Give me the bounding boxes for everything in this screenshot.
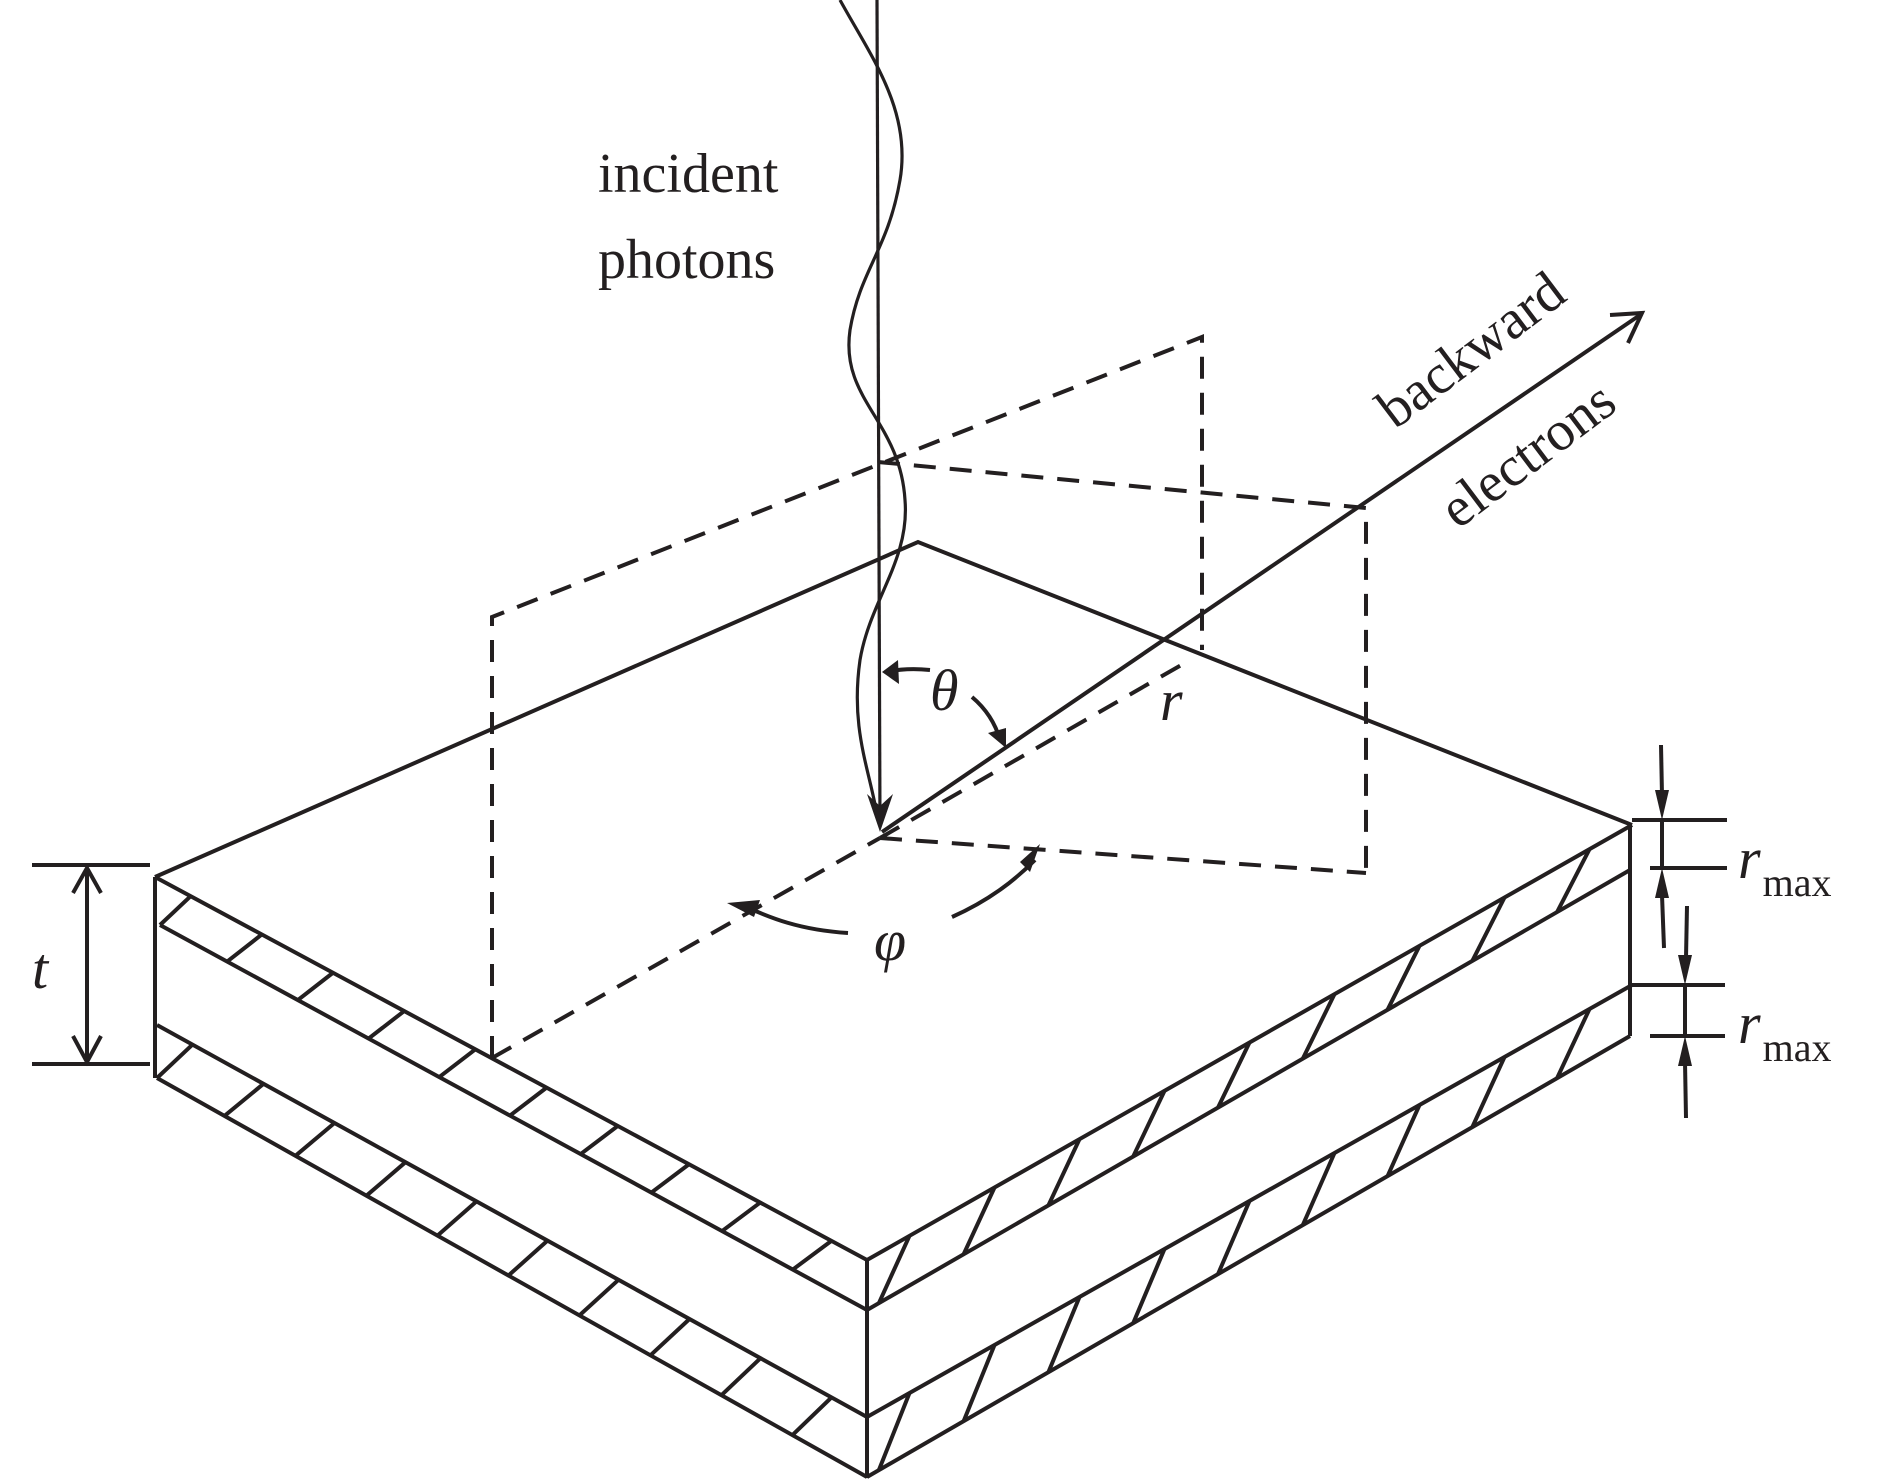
hatch-mark-left-layer1 [508, 1086, 548, 1118]
hatch-mark-left-layer1 [438, 1047, 477, 1079]
label-rmax-bottom: r max [1738, 991, 1831, 1070]
backward-electrons [880, 310, 1646, 834]
t-arrow-top [71, 863, 103, 894]
rmax2-arrowhead-bottom [1678, 1036, 1692, 1066]
left-face-hatching [155, 894, 833, 1437]
hatch-mark-left-layer2 [294, 1121, 336, 1158]
hatch-mark-left-layer2 [649, 1317, 691, 1357]
slab-top-face [154, 539, 1633, 1263]
rmax-dimensions [1630, 744, 1727, 1119]
hatch-mark-right-layer1 [1046, 1138, 1082, 1207]
theta-arrowhead-upper [882, 660, 899, 684]
hatch-mark-right-layer1 [1300, 993, 1337, 1060]
hatch-mark-right-layer2 [961, 1344, 997, 1422]
photon-wave [838, 0, 908, 821]
rmax1-arrowhead-top [1655, 790, 1669, 820]
hatch-mark-right-layer2 [1385, 1104, 1422, 1177]
label-r: r [1160, 668, 1183, 733]
hatch-mark-left-layer1 [158, 894, 192, 927]
hatch-mark-left-layer2 [365, 1160, 407, 1198]
t-arrow-bottom [71, 1035, 103, 1067]
electron-arrowhead [1609, 310, 1646, 344]
hatch-mark-right-layer2 [1216, 1200, 1252, 1275]
hatch-mark-left-layer2 [791, 1395, 833, 1437]
hatch-mark-right-layer1 [1555, 848, 1592, 913]
right-layer2-bottom [865, 1034, 1632, 1479]
right-layer1-bottom [866, 868, 1631, 1312]
hatch-mark-left-layer1 [225, 932, 264, 964]
label-rmax-top: r max [1738, 826, 1831, 905]
hatch-mark-right-layer1 [877, 1235, 912, 1304]
rmax-bottom-subscript: max [1763, 1025, 1832, 1070]
rmax-top-symbol: r [1738, 826, 1761, 891]
dashed-r-projection [879, 658, 1191, 840]
incident-arrowhead [867, 794, 893, 832]
hatch-mark-right-layer1 [961, 1186, 997, 1256]
phi-arc-right [951, 858, 1037, 919]
hatch-mark-left-layer2 [436, 1199, 478, 1238]
hatch-mark-left-layer2 [507, 1239, 549, 1277]
hatch-mark-right-layer2 [1131, 1248, 1167, 1324]
incident-ray [875, 0, 882, 827]
hatch-mark-left-layer1 [367, 1009, 406, 1041]
rmax-bottom-symbol: r [1738, 991, 1761, 1056]
label-t: t [32, 936, 50, 1001]
label-theta: θ [930, 658, 959, 723]
dashed-second-plane-base [879, 836, 1367, 875]
hatch-mark-left-layer1 [791, 1239, 833, 1272]
top-face-back-edges [154, 539, 1633, 879]
hatch-mark-right-layer1 [1470, 896, 1507, 962]
theta-arc [882, 660, 1006, 748]
hatch-mark-left-layer2 [155, 1043, 194, 1080]
hatch-mark-right-layer1 [1131, 1089, 1167, 1158]
label-phi: φ [874, 908, 906, 973]
phi-arc [727, 844, 1040, 935]
hatch-mark-left-layer2 [223, 1082, 265, 1118]
dashed-planes [490, 334, 1368, 1060]
dashed-azimuth-reference [491, 836, 881, 1060]
hatch-mark-left-layer2 [720, 1356, 762, 1397]
label-incident: incident [598, 143, 779, 205]
hatch-mark-left-layer1 [650, 1162, 691, 1195]
phi-arrowhead-right [1020, 844, 1040, 872]
hatch-mark-left-layer1 [579, 1124, 620, 1156]
left-layer2-bottom [156, 1076, 868, 1479]
dashed-second-plane-top [877, 460, 1368, 873]
theta-arrowhead-lower [988, 728, 1006, 748]
electron-ray [880, 313, 1642, 834]
rmax1-arrow-top-shaft [1659, 744, 1664, 796]
rmax1-arrowhead-bottom [1655, 868, 1669, 898]
hatch-mark-right-layer2 [1555, 1008, 1592, 1079]
hatch-mark-right-layer2 [1046, 1296, 1082, 1373]
hatch-mark-right-layer2 [877, 1392, 912, 1471]
hatch-mark-right-layer1 [1385, 944, 1422, 1011]
dashed-vertical-plane [490, 334, 1204, 1058]
hatch-mark-right-layer1 [1216, 1041, 1252, 1109]
rmax1-arrow-bottom-shaft [1660, 894, 1666, 949]
hatch-mark-left-layer1 [720, 1200, 762, 1233]
rmax2-arrow-bottom-shaft [1683, 1061, 1688, 1119]
right-face-hatching [877, 848, 1592, 1471]
phi-arrowhead-left [727, 900, 760, 917]
left-layer1-bottom [159, 923, 868, 1312]
rmax-top-subscript: max [1763, 860, 1832, 905]
hatch-mark-left-layer2 [578, 1278, 620, 1317]
slab-vertical-edges [153, 825, 1632, 1478]
hatch-mark-right-layer2 [1300, 1152, 1337, 1226]
rmax2-arrowhead-top [1678, 955, 1692, 985]
label-photons: photons [598, 229, 775, 291]
hatch-mark-right-layer2 [1470, 1056, 1507, 1128]
thickness-dimension [32, 863, 150, 1067]
incident-photons [838, 0, 908, 832]
hatch-mark-left-layer1 [296, 971, 335, 1002]
rmax2-arrow-top-shaft [1684, 905, 1689, 959]
left-layer2-top [156, 1023, 868, 1419]
